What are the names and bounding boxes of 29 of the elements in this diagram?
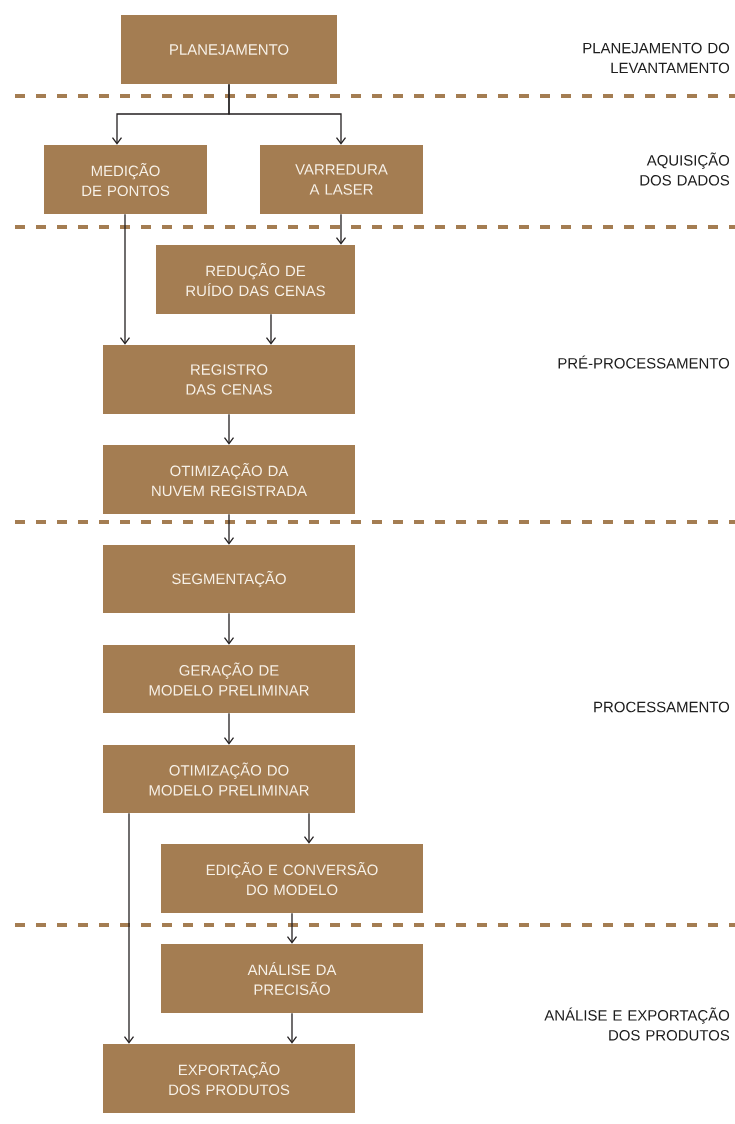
arrow <box>223 413 235 445</box>
arrow <box>286 1012 298 1044</box>
arrow <box>228 83 347 145</box>
process-box: REDUÇÃO DE RUÍDO DAS CENAS <box>156 245 355 314</box>
stage-label: AQUISIÇÃO DOS DADOS <box>640 152 730 186</box>
process-box: OTIMIZAÇÃO DA NUVEM REGISTRADA <box>103 445 355 514</box>
arrow <box>265 313 277 345</box>
arrow <box>223 513 235 545</box>
arrow <box>286 912 298 944</box>
process-box: VARREDURA A LASER <box>260 145 423 214</box>
arrow <box>223 612 235 645</box>
arrow <box>123 812 135 1044</box>
stage-label: ANÁLISE E EXPORTAÇÃO DOS PRODUTOS <box>544 1007 730 1041</box>
process-box: ANÁLISE DA PRECISÃO <box>161 944 423 1013</box>
process-box: EXPORTAÇÃO DOS PRODUTOS <box>103 1044 355 1113</box>
process-box: EDIÇÃO E CONVERSÃO DO MODELO <box>161 844 423 913</box>
process-box: OTIMIZAÇÃO DO MODELO PRELIMINAR <box>103 745 355 813</box>
stage-label: PROCESSAMENTO <box>594 701 730 713</box>
process-box: GERAÇÃO DE MODELO PRELIMINAR <box>103 645 355 713</box>
process-box: PLANEJAMENTO <box>121 15 337 84</box>
stage-label: PLANEJAMENTO DO LEVANTAMENTO <box>583 42 730 74</box>
stage-label: PRÉ-PROCESSAMENTO <box>558 355 730 369</box>
arrow <box>335 213 347 245</box>
process-box: REGISTRO DAS CENAS <box>103 345 355 414</box>
arrow <box>119 213 131 345</box>
arrow <box>303 812 315 844</box>
arrow <box>223 712 235 745</box>
process-box: MEDIÇÃO DE PONTOS <box>44 145 207 214</box>
process-box: SEGMENTAÇÃO <box>103 545 355 613</box>
